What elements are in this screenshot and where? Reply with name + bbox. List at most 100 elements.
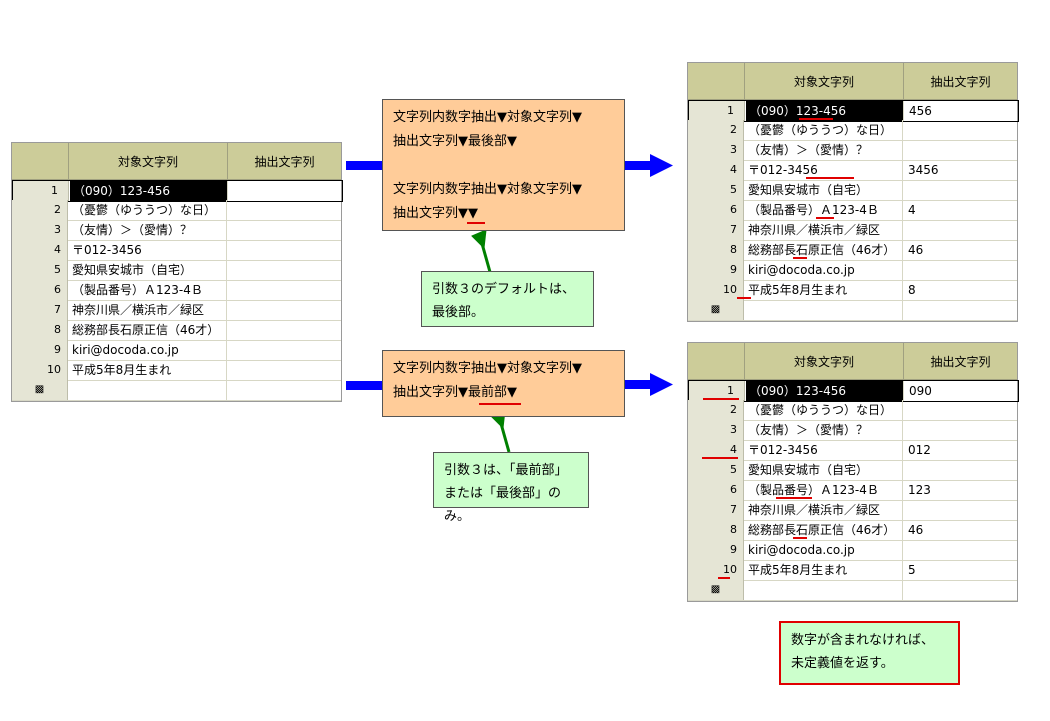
row-number[interactable]: 9: [12, 340, 68, 360]
cell-target-string[interactable]: （憂鬱（ゆううつ）な日）: [69, 200, 227, 220]
header-extracted-string[interactable]: 抽出文字列: [904, 63, 1017, 100]
row-number[interactable]: 4: [688, 440, 744, 460]
row-number[interactable]: 7: [688, 220, 744, 240]
header-extracted-string[interactable]: 抽出文字列: [228, 143, 341, 180]
row-number[interactable]: 8: [688, 240, 744, 260]
row-number[interactable]: 5: [688, 460, 744, 480]
cell-target-string[interactable]: （090）123-456: [746, 101, 904, 121]
row-number[interactable]: 7: [688, 500, 744, 520]
row-number[interactable]: 8: [12, 320, 68, 340]
row-number[interactable]: 10: [688, 280, 744, 300]
cell-extracted-string[interactable]: 4: [908, 203, 916, 217]
cell-extracted-string[interactable]: [228, 240, 341, 260]
cell-target-string[interactable]: 総務部長石原正信（46才）: [745, 520, 903, 540]
row-number[interactable]: 3: [688, 140, 744, 160]
cell-extracted-string[interactable]: [228, 200, 341, 220]
cell-extracted-string[interactable]: 46: [908, 523, 924, 537]
row-number[interactable]: 10: [12, 360, 68, 380]
cell-target-string[interactable]: （090）123-456: [70, 181, 228, 201]
row-number[interactable]: 10: [688, 560, 744, 580]
header-target-string[interactable]: 対象文字列: [69, 143, 228, 180]
row-number[interactable]: 3: [12, 220, 68, 240]
cell-target-string[interactable]: （製品番号）Ａ123-4Ｂ: [745, 480, 903, 500]
cell-extracted-string[interactable]: 46: [908, 243, 924, 257]
cell-target-string[interactable]: 愛知県安城市（自宅）: [745, 460, 903, 480]
cell-target-string[interactable]: （製品番号）Ａ123-4Ｂ: [745, 200, 903, 220]
cell-target-string[interactable]: 愛知県安城市（自宅）: [745, 180, 903, 200]
cell-extracted-string[interactable]: [904, 420, 1017, 440]
cell-extracted-string[interactable]: 456: [909, 104, 932, 118]
row-number[interactable]: 2: [688, 120, 744, 140]
table-row[interactable]: 1▶（090）123-456: [12, 180, 343, 202]
new-record-icon[interactable]: ▩: [12, 380, 68, 400]
cell-extracted-string[interactable]: 3456: [908, 163, 939, 177]
row-number[interactable]: 5: [12, 260, 68, 280]
cell-extracted-string[interactable]: [228, 300, 341, 320]
new-record-icon[interactable]: ▩: [688, 580, 744, 600]
cell-target-string[interactable]: kiri@docoda.co.jp: [745, 540, 903, 560]
row-number[interactable]: 2: [688, 400, 744, 420]
table-row[interactable]: 4〒012-3456: [12, 240, 341, 261]
row-number[interactable]: 1: [689, 101, 745, 121]
row-number[interactable]: 3: [688, 420, 744, 440]
row-number[interactable]: 6: [688, 480, 744, 500]
cell-extracted-string[interactable]: 090: [909, 384, 932, 398]
row-number[interactable]: 4: [12, 240, 68, 260]
cell-target-string[interactable]: 神奈川県／横浜市／緑区: [745, 500, 903, 520]
cell-target-string[interactable]: 〒012-3456: [745, 440, 903, 460]
table-row[interactable]: 2（憂鬱（ゆううつ）な日）: [688, 400, 1017, 421]
cell-extracted-string[interactable]: [904, 400, 1017, 420]
row-number[interactable]: 8: [688, 520, 744, 540]
header-target-string[interactable]: 対象文字列: [745, 63, 904, 100]
table-row[interactable]: 2（憂鬱（ゆううつ）な日）: [688, 120, 1017, 141]
cell-target-string[interactable]: 総務部長石原正信（46才）: [745, 240, 903, 260]
new-record-icon[interactable]: ▩: [688, 300, 744, 320]
cell-target-string[interactable]: 愛知県安城市（自宅）: [69, 260, 227, 280]
cell-target-string[interactable]: [745, 580, 903, 600]
cell-extracted-string[interactable]: [229, 181, 342, 201]
row-number[interactable]: 9: [688, 540, 744, 560]
row-number[interactable]: 5: [688, 180, 744, 200]
table-row[interactable]: 6（製品番号）Ａ123-4Ｂ 123: [688, 480, 1017, 501]
cell-extracted-string[interactable]: [228, 360, 341, 380]
cell-extracted-string[interactable]: 123: [908, 483, 931, 497]
cell-target-string[interactable]: kiri@docoda.co.jp: [69, 340, 227, 360]
header-extracted-string[interactable]: 抽出文字列: [904, 343, 1017, 380]
new-record-row[interactable]: ▩: [12, 380, 341, 401]
cell-target-string[interactable]: 平成5年8月生まれ: [745, 560, 903, 580]
cell-target-string[interactable]: （友情）＞（愛情）？: [69, 220, 227, 240]
cell-extracted-string[interactable]: [904, 500, 1017, 520]
table-row[interactable]: 6（製品番号）Ａ123-4Ｂ: [12, 280, 341, 301]
cell-extracted-string[interactable]: [228, 340, 341, 360]
cell-target-string[interactable]: （友情）＞（愛情）？: [745, 140, 903, 160]
row-number[interactable]: 9: [688, 260, 744, 280]
cell-extracted-string[interactable]: [228, 380, 341, 400]
row-number[interactable]: 1: [689, 381, 745, 401]
cell-target-string[interactable]: [745, 300, 903, 320]
cell-extracted-string[interactable]: [904, 300, 1017, 320]
table-row[interactable]: 2（憂鬱（ゆううつ）な日）: [12, 200, 341, 221]
cell-extracted-string[interactable]: [904, 260, 1017, 280]
cell-extracted-string[interactable]: [228, 280, 341, 300]
table-row[interactable]: 4〒012-3456 012: [688, 440, 1017, 461]
cell-target-string[interactable]: 神奈川県／横浜市／緑区: [745, 220, 903, 240]
cell-extracted-string[interactable]: 8: [908, 283, 916, 297]
row-number[interactable]: 2: [12, 200, 68, 220]
cell-extracted-string[interactable]: 012: [908, 443, 931, 457]
cell-extracted-string[interactable]: [228, 320, 341, 340]
cell-target-string[interactable]: 平成5年8月生まれ: [69, 360, 227, 380]
row-number[interactable]: 6: [688, 200, 744, 220]
cell-extracted-string[interactable]: [904, 140, 1017, 160]
cell-extracted-string[interactable]: 5: [908, 563, 916, 577]
cell-target-string[interactable]: （憂鬱（ゆううつ）な日）: [745, 120, 903, 140]
